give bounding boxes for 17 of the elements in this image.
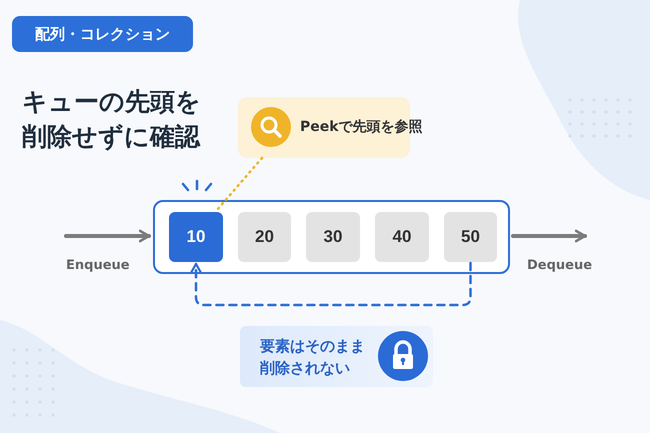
arrow xyxy=(64,230,151,242)
queue-cell: 30 xyxy=(306,212,360,262)
highlighted-cell: 10 xyxy=(169,212,223,262)
edge-label: Enqueue xyxy=(66,258,130,273)
callout-text: Peekで先頭を参照 xyxy=(300,118,423,136)
loop-arrow xyxy=(190,262,472,306)
queue-cell: 50 xyxy=(444,212,497,262)
edge-label: Dequeue xyxy=(527,258,592,273)
queue-cell: 20 xyxy=(238,212,291,262)
leader-line xyxy=(216,156,264,212)
queue-cell: 40 xyxy=(375,212,429,262)
title: キューの先頭を削除せずに確認 xyxy=(22,86,202,153)
arrow xyxy=(511,230,587,242)
note-text: 要素はそのまま削除されない xyxy=(260,336,366,379)
note-box xyxy=(240,326,433,387)
queue-box xyxy=(153,200,510,274)
category-badge: 配列・コレクション xyxy=(12,16,193,52)
